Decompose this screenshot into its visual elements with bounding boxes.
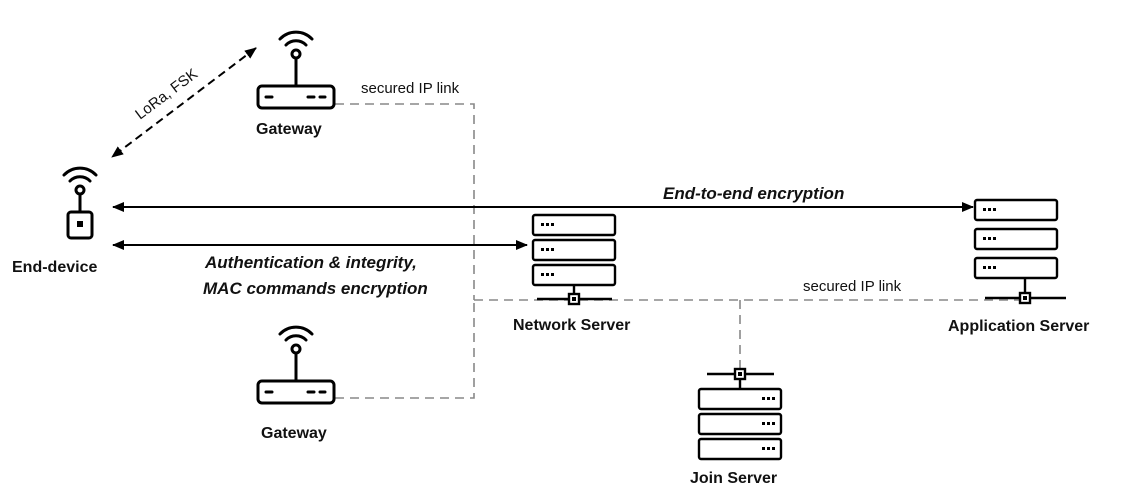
ip-link-label-gateway: secured IP link — [361, 80, 460, 97]
join-server-label: Join Server — [690, 470, 777, 487]
end-device-icon — [62, 166, 98, 240]
gateway-top-icon — [256, 30, 336, 110]
application-server-icon — [973, 198, 1066, 305]
gateway-top-label: Gateway — [256, 121, 322, 138]
join-server-icon — [697, 367, 783, 461]
network-server-icon — [531, 213, 617, 306]
gateway-bottom-label: Gateway — [261, 425, 327, 442]
secured-ip-links — [335, 103, 1025, 399]
end-device-label: End-device — [12, 259, 97, 276]
gateway-bottom-link — [335, 300, 475, 399]
auth-label-line1: Authentication & integrity, — [204, 253, 417, 272]
application-server-label: Application Server — [948, 318, 1089, 335]
ip-link-label-backend: secured IP link — [803, 278, 902, 295]
radio-link-arrow — [111, 47, 257, 158]
network-server-label: Network Server — [513, 317, 630, 334]
gateway-bottom-icon — [256, 325, 336, 405]
end-to-end-label: End-to-end encryption — [663, 184, 844, 203]
auth-label-line2: MAC commands encryption — [203, 279, 428, 298]
gateway-top-link — [335, 103, 475, 300]
